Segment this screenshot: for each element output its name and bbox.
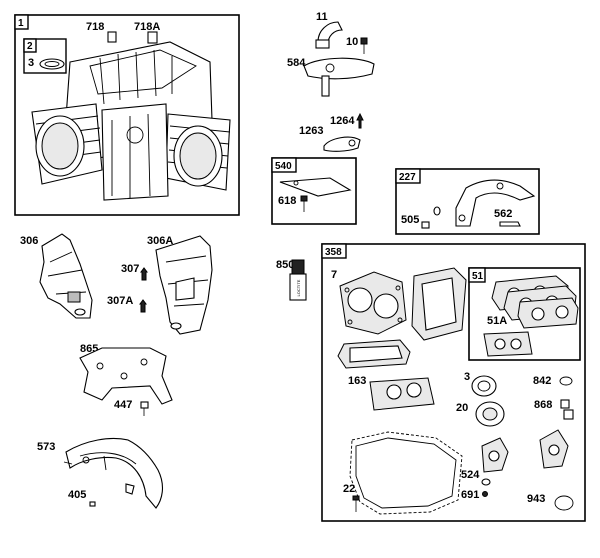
part-number-10: 10 xyxy=(346,36,358,48)
part-number-447: 447 xyxy=(114,399,132,411)
part-number-524: 524 xyxy=(461,469,480,481)
air-baffles: 306 306A 307 307A xyxy=(20,233,213,335)
assembly-box-1: 1 2 3 718 718A xyxy=(14,14,240,216)
valve-cover-gasket xyxy=(411,267,467,341)
cylinder-block-illustration xyxy=(31,41,231,201)
part-number-562: 562 xyxy=(494,208,512,220)
box-number-2: 2 xyxy=(27,41,33,52)
flywheel-guard: 573 405 xyxy=(37,437,164,509)
breather-parts: 11 10 584 1264 1263 xyxy=(287,11,375,152)
part-number-943: 943 xyxy=(527,493,545,505)
part-number-850: 850 xyxy=(276,259,294,271)
part-number-1263: 1263 xyxy=(299,125,323,137)
part-number-1264: 1264 xyxy=(330,115,355,127)
tube-label: LOCTITE xyxy=(296,279,301,296)
assembly-box-227: 227 505 562 xyxy=(395,168,540,235)
part-number-307: 307 xyxy=(121,263,139,275)
box-number-227: 227 xyxy=(399,172,416,183)
intake-gasket xyxy=(369,377,435,411)
sealant-tube: 850 LOCTITE xyxy=(276,259,307,301)
box-number-540: 540 xyxy=(275,161,292,172)
part-number-573: 573 xyxy=(37,441,55,453)
part-number-505: 505 xyxy=(401,214,419,226)
part-number-405: 405 xyxy=(68,489,86,501)
part-number-584: 584 xyxy=(287,57,306,69)
box-number-1: 1 xyxy=(18,18,24,29)
part-number-163: 163 xyxy=(348,375,366,387)
part-number-306: 306 xyxy=(20,235,38,247)
box-number-358: 358 xyxy=(325,247,342,258)
part-number-691: 691 xyxy=(461,489,479,501)
assembly-box-540: 540 618 xyxy=(271,157,357,225)
head-gasket xyxy=(339,271,407,335)
part-number-7: 7 xyxy=(331,269,337,281)
part-number-307a: 307A xyxy=(107,295,133,307)
part-number-3-top: 3 xyxy=(28,57,34,69)
part-number-868: 868 xyxy=(534,399,552,411)
part-number-51a: 51A xyxy=(487,315,507,327)
part-number-618: 618 xyxy=(278,195,296,207)
part-number-20: 20 xyxy=(456,402,468,414)
exhaust-gasket-left xyxy=(481,437,509,473)
part-number-306a: 306A xyxy=(147,235,173,247)
exhaust-gasket-right xyxy=(539,429,569,469)
assembly-box-51: 51 51A xyxy=(468,267,581,361)
crankcase-gasket xyxy=(349,431,463,515)
part-number-842: 842 xyxy=(533,375,551,387)
part-number-3-mid: 3 xyxy=(464,371,470,383)
part-number-22: 22 xyxy=(343,483,355,495)
part-number-11: 11 xyxy=(316,11,328,23)
part-number-718: 718 xyxy=(86,21,104,33)
assembly-box-358: 358 7 51 xyxy=(321,243,586,522)
box-number-51: 51 xyxy=(472,271,484,282)
long-gasket xyxy=(337,339,411,369)
blower-housing-plate: 865 447 xyxy=(79,343,173,416)
part-number-718a: 718A xyxy=(134,21,160,33)
